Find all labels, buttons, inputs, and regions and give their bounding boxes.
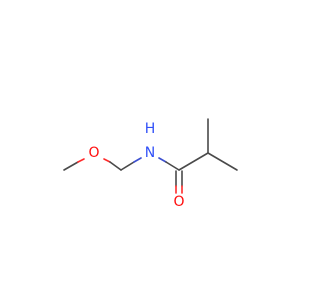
amide-nitrogen-label: N: [145, 145, 155, 161]
carbonyl-oxygen-label: O: [173, 194, 184, 210]
bond-nitrogen-to-carbonyl-carbon-blue: [158, 157, 167, 163]
bond-methylene-to-nitrogen-blue: [133, 157, 142, 163]
bond-methylene-to-nitrogen: [120, 161, 135, 171]
bond-methoxy-oxygen-to-methylene-red: [103, 158, 111, 163]
bond-isopropyl-to-right-methyl: [207, 152, 238, 171]
bond-methyl-to-methoxy-oxygen: [63, 161, 79, 171]
molecule-structure-diagram: O H N O: [63, 118, 238, 210]
methoxy-oxygen-label: O: [88, 145, 99, 161]
bond-nitrogen-to-carbonyl-carbon: [165, 161, 180, 171]
amide-hydrogen-label: H: [145, 121, 156, 137]
bond-methoxy-oxygen-to-methylene: [109, 161, 122, 171]
bond-methyl-to-methoxy-oxygen-red: [77, 158, 85, 163]
bond-carbonyl-carbon-to-isopropyl-carbon: [178, 152, 209, 171]
